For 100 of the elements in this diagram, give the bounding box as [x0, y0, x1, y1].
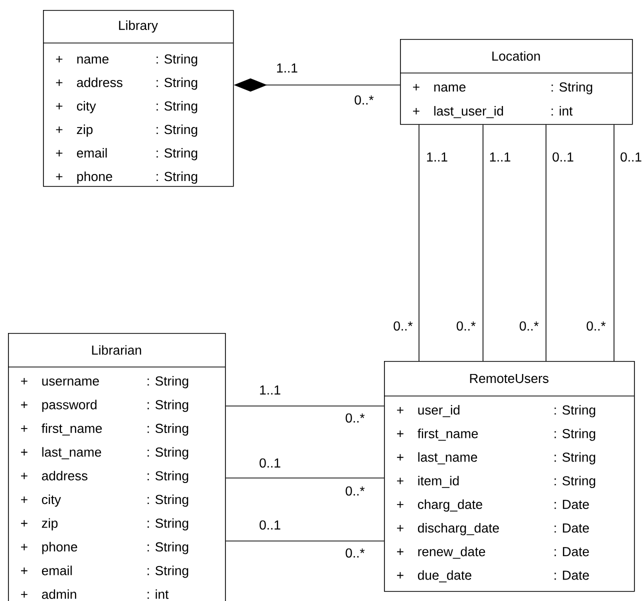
- attribute-name: email: [76, 148, 107, 158]
- multiplicity-label: 1..1: [260, 386, 280, 394]
- visibility-sign: +: [413, 108, 420, 114]
- attribute-name: first_name: [418, 428, 478, 441]
- visibility-sign: +: [21, 591, 28, 598]
- attribute-type: : String: [554, 405, 596, 418]
- visibility-sign: +: [56, 102, 62, 110]
- attribute-name: zip: [76, 124, 93, 137]
- multiplicity-label: 0..*: [354, 95, 374, 105]
- attribute-type: : String: [156, 172, 198, 184]
- attribute-type: : String: [148, 470, 188, 484]
- attribute-type: : String: [554, 476, 596, 488]
- attribute-type: : String: [156, 101, 198, 114]
- attribute-type: : String: [148, 400, 188, 412]
- attribute-name: due_date: [418, 570, 472, 582]
- multiplicity-label: 0..*: [586, 321, 606, 331]
- visibility-sign: +: [56, 56, 62, 62]
- attribute-name: admin: [42, 589, 76, 599]
- visibility-sign: +: [56, 173, 62, 180]
- visibility-sign: +: [397, 454, 404, 461]
- attribute-type: : String: [148, 494, 188, 507]
- visibility-sign: +: [397, 501, 404, 508]
- attribute-name: address: [42, 470, 88, 480]
- attribute-name: phone: [77, 172, 112, 184]
- visibility-sign: +: [397, 478, 404, 484]
- visibility-sign: +: [397, 548, 404, 555]
- class-box: [400, 39, 633, 125]
- visibility-sign: +: [21, 496, 28, 503]
- visibility-sign: +: [21, 568, 28, 574]
- attribute-type: : Date: [554, 570, 589, 580]
- class-name: Library: [119, 20, 158, 33]
- attribute-name: city: [76, 101, 96, 114]
- visibility-sign: +: [21, 378, 28, 384]
- multiplicity-label: 0..1: [260, 520, 280, 530]
- attribute-type: : String: [156, 78, 198, 90]
- visibility-sign: +: [56, 79, 62, 86]
- attribute-type: : String: [156, 124, 198, 137]
- multiplicity-label: 0..*: [346, 413, 365, 423]
- attribute-name: charg_date: [418, 499, 482, 512]
- visibility-sign: +: [21, 544, 28, 550]
- attribute-name: name: [77, 56, 108, 64]
- multiplicity-label: 1..1: [490, 152, 510, 162]
- multiplicity-label: 1..1: [427, 152, 448, 162]
- attribute-name: last_name: [418, 452, 478, 464]
- attribute-type: : String: [148, 447, 188, 460]
- attribute-name: item_id: [418, 476, 459, 488]
- attribute-name: zip: [42, 518, 58, 530]
- attribute-type: : Date: [554, 500, 589, 510]
- visibility-sign: +: [21, 520, 28, 527]
- multiplicity-label: 0..*: [346, 548, 365, 558]
- attribute-name: discharg_date: [418, 523, 499, 536]
- attribute-type: : String: [148, 566, 188, 578]
- attribute-type: : int: [148, 589, 169, 599]
- visibility-sign: +: [56, 126, 62, 133]
- class-name: Librarian: [92, 345, 142, 355]
- attribute-type: : String: [554, 452, 596, 464]
- class-box: [8, 333, 226, 601]
- attribute-type: : String: [554, 428, 596, 441]
- visibility-sign: +: [21, 472, 28, 480]
- attribute-type: : String: [156, 148, 198, 160]
- attribute-type: : String: [148, 376, 188, 388]
- attribute-name: username: [42, 378, 99, 386]
- class-name: RemoteUsers: [470, 374, 548, 384]
- association-line: [225, 540, 384, 542]
- visibility-sign: +: [21, 402, 28, 408]
- multiplicity-label: 0..*: [394, 321, 413, 331]
- attribute-name: last_name: [42, 447, 102, 460]
- visibility-sign: +: [397, 572, 404, 579]
- multiplicity-label: 0..*: [520, 321, 539, 331]
- attribute-name: phone: [42, 542, 78, 554]
- visibility-sign: +: [21, 425, 28, 432]
- attribute-type: : Date: [554, 547, 589, 556]
- attribute-name: last_user_id: [434, 106, 503, 118]
- association-line: [418, 124, 420, 362]
- multiplicity-label: 0..1: [260, 458, 280, 468]
- attribute-name: name: [434, 84, 466, 92]
- attribute-name: city: [42, 494, 61, 507]
- attribute-name: password: [42, 400, 96, 412]
- attribute-type: : String: [552, 82, 592, 94]
- attribute-type: : String: [148, 423, 188, 436]
- attribute-type: : String: [156, 54, 198, 66]
- visibility-sign: +: [397, 524, 404, 532]
- multiplicity-label: 0..*: [456, 321, 476, 331]
- association-line: [482, 124, 484, 362]
- attribute-name: email: [42, 566, 72, 576]
- multiplicity-label: 0..1: [552, 152, 574, 162]
- attribute-name: first_name: [42, 423, 102, 436]
- attribute-type: : String: [148, 542, 188, 554]
- attribute-type: : int: [552, 106, 573, 116]
- attribute-type: : String: [148, 518, 188, 530]
- multiplicity-label: 1..1: [277, 64, 298, 72]
- class-box: [42, 10, 234, 187]
- attribute-type: : Date: [554, 524, 589, 533]
- attribute-name: renew_date: [418, 546, 486, 559]
- visibility-sign: +: [21, 449, 28, 456]
- class-name: Location: [492, 51, 540, 61]
- class-box: [384, 361, 635, 592]
- multiplicity-label: 0..*: [346, 486, 365, 496]
- visibility-sign: +: [397, 406, 404, 414]
- visibility-sign: +: [413, 84, 420, 90]
